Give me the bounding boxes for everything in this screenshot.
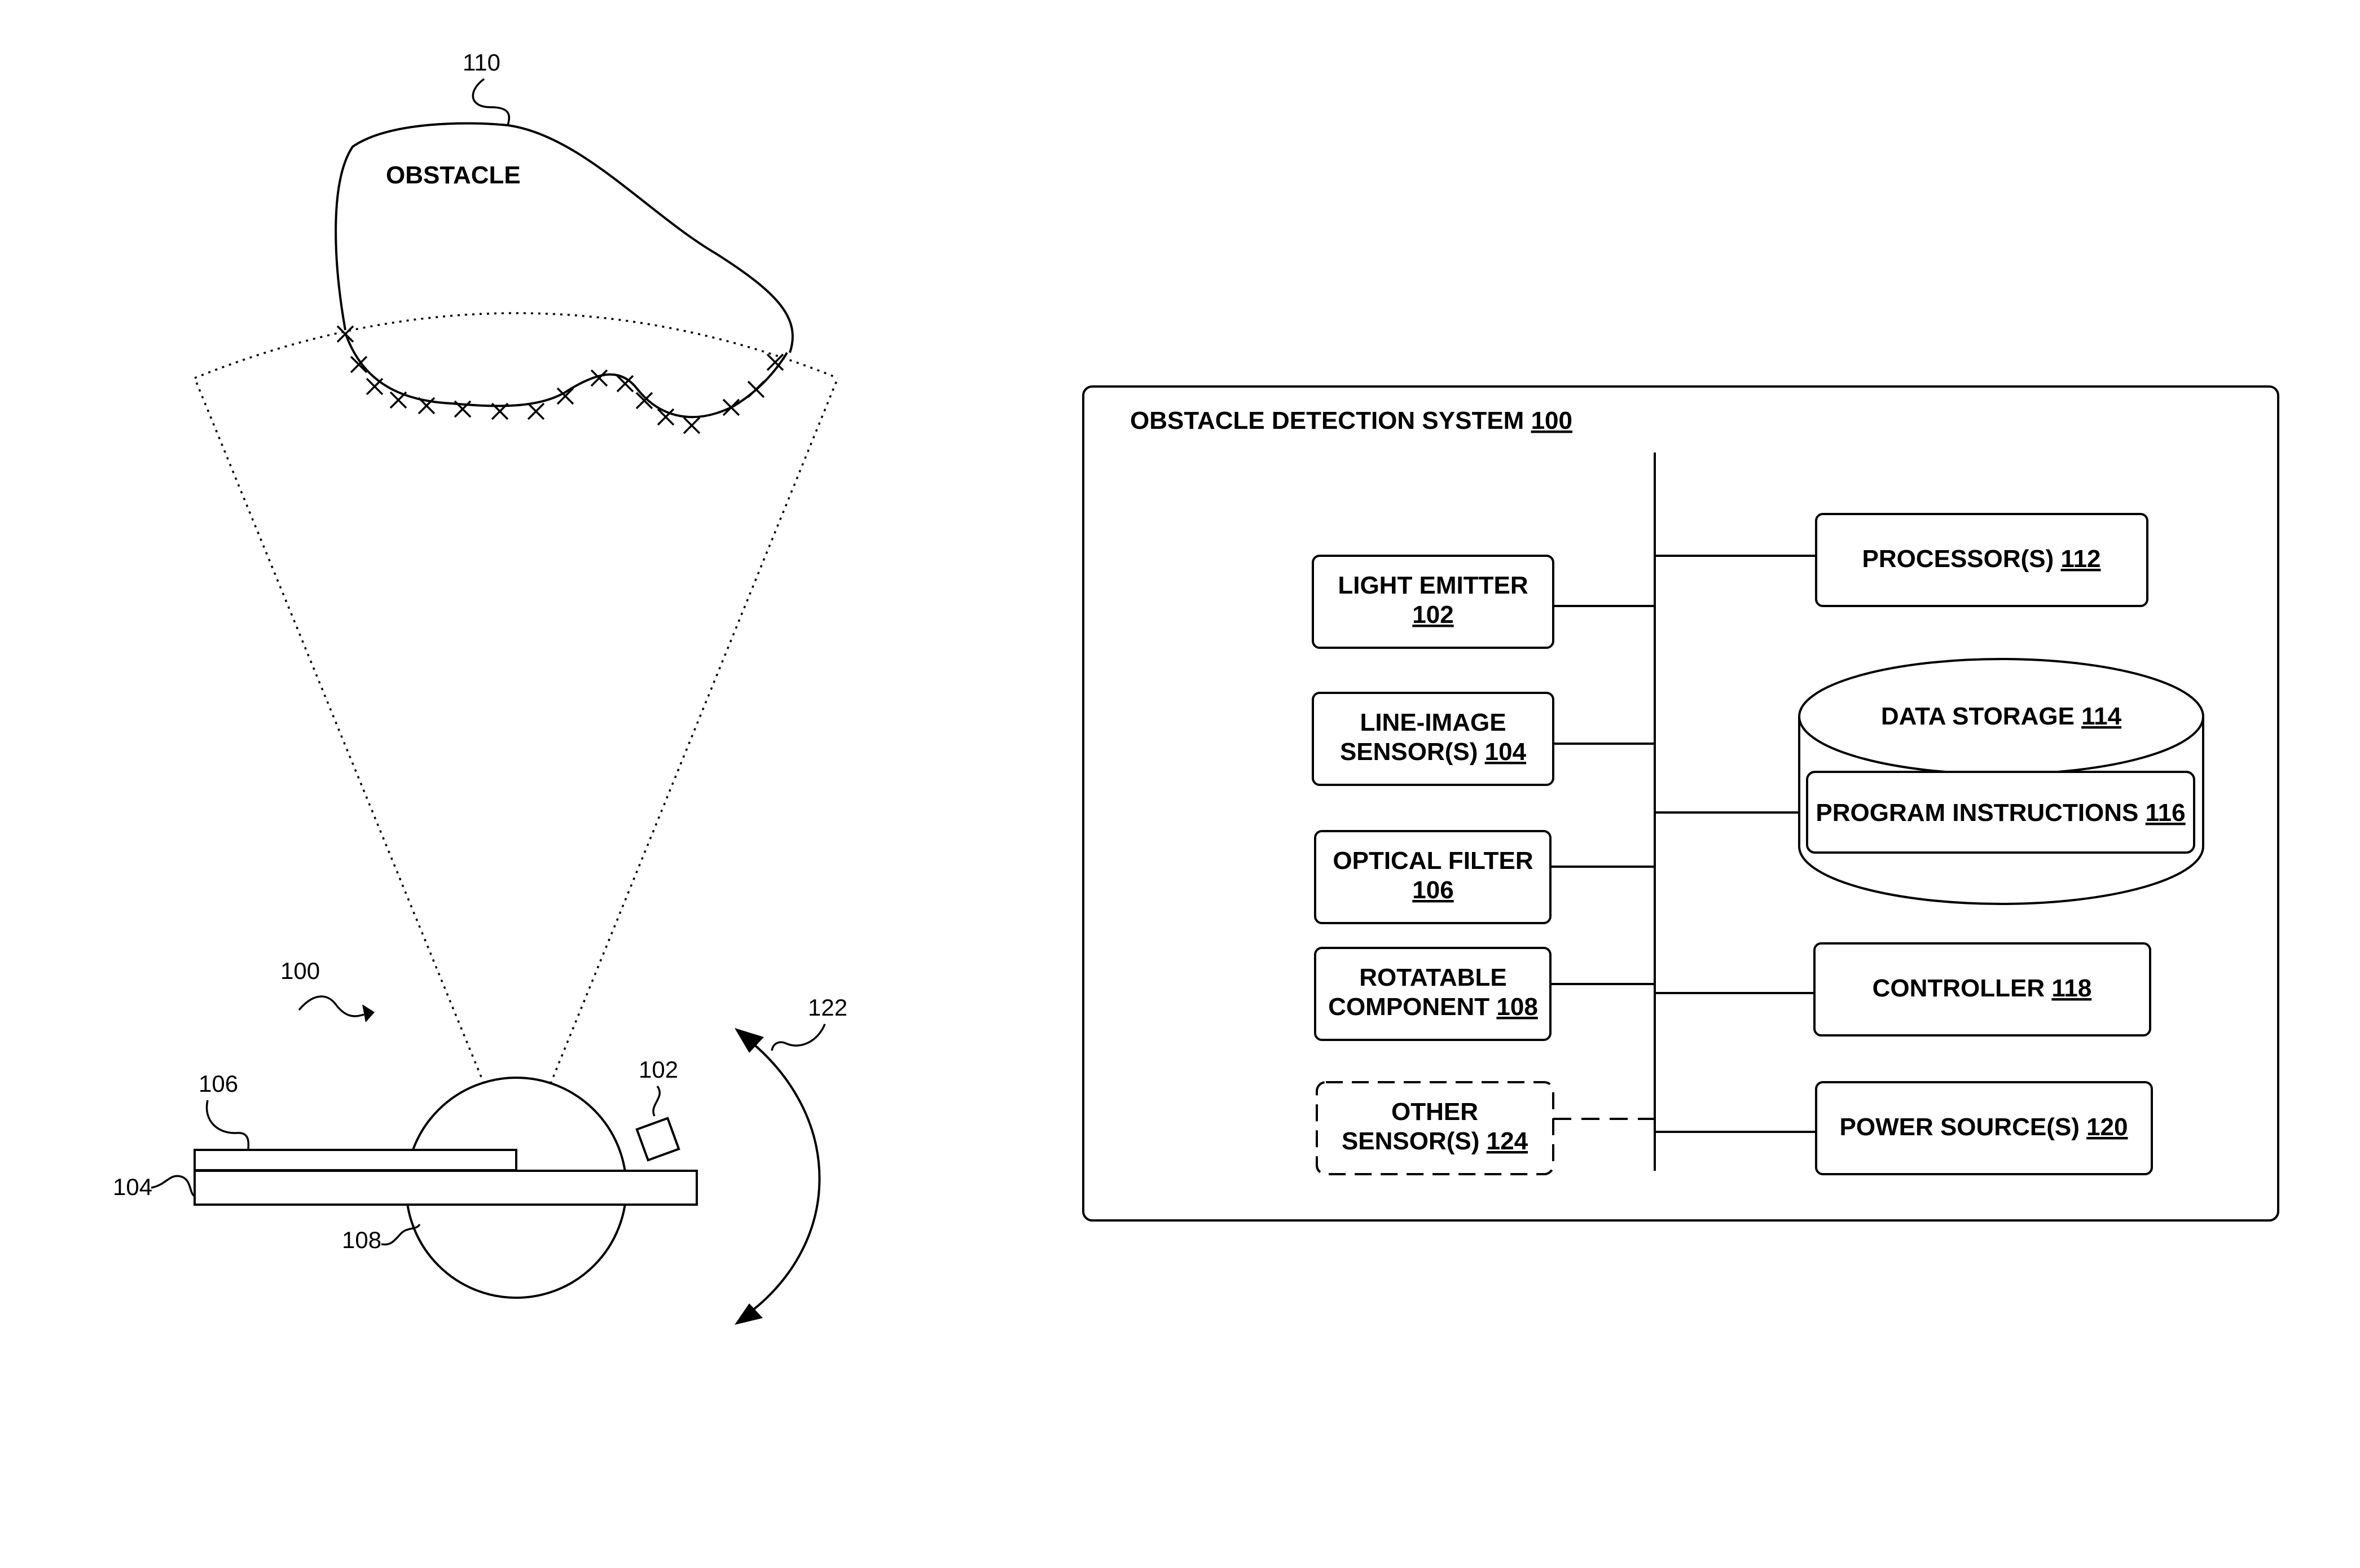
block-processor: PROCESSOR(S) 112 <box>1816 514 2147 606</box>
block-light-emitter: LIGHT EMITTER 102 <box>1313 556 1553 648</box>
svg-text:POWER SOURCE(S) 120: POWER SOURCE(S) 120 <box>1840 1113 2128 1141</box>
leader-110 <box>473 79 509 125</box>
block-rotatable-component: ROTATABLE COMPONENT 108 <box>1315 948 1550 1040</box>
ref-106: 106 <box>199 1070 238 1097</box>
detection-markers <box>337 326 783 433</box>
block-other-sensors: OTHER SENSOR(S) 124 <box>1317 1082 1553 1174</box>
left-figure: OBSTACLE 110 100 122 106 102 104 108 <box>113 49 847 1325</box>
ref-110: 110 <box>463 49 500 76</box>
obstacle-label: OBSTACLE <box>386 161 521 189</box>
block-optical-filter: OPTICAL FILTER 106 <box>1315 831 1550 923</box>
system-block-diagram: OBSTACLE DETECTION SYSTEM 100 LIGHT EMIT… <box>1083 386 2278 1220</box>
block-line-image-sensor: LINE-IMAGE SENSOR(S) 104 <box>1313 693 1553 785</box>
leader-100 <box>299 996 364 1016</box>
svg-text:OTHER: OTHER <box>1391 1098 1478 1126</box>
svg-text:CONTROLLER 118: CONTROLLER 118 <box>1873 974 2092 1002</box>
svg-text:PROCESSOR(S) 112: PROCESSOR(S) 112 <box>1862 545 2100 573</box>
light-emitter-box <box>637 1118 679 1160</box>
svg-text:ROTATABLE: ROTATABLE <box>1359 964 1507 991</box>
system-title: OBSTACLE DETECTION SYSTEM 100 <box>1130 407 1572 434</box>
svg-text:DATA STORAGE 114: DATA STORAGE 114 <box>1881 702 2122 730</box>
ref-100: 100 <box>280 958 320 984</box>
optical-filter-plate <box>195 1150 516 1170</box>
svg-text:PROGRAM INSTRUCTIONS 116: PROGRAM INSTRUCTIONS 116 <box>1816 799 2185 827</box>
leader-122 <box>772 1024 825 1051</box>
leader-108 <box>381 1224 420 1245</box>
ref-104: 104 <box>113 1174 152 1200</box>
obstacle-shape <box>336 124 793 353</box>
leader-106 <box>207 1100 249 1150</box>
ref-108: 108 <box>342 1227 381 1253</box>
line-image-sensor-plate <box>195 1171 697 1205</box>
svg-text:106: 106 <box>1412 876 1453 904</box>
detected-contour <box>345 333 787 417</box>
block-controller: CONTROLLER 118 <box>1814 943 2150 1035</box>
leader-102 <box>653 1086 660 1116</box>
svg-text:LINE-IMAGE: LINE-IMAGE <box>1360 709 1506 736</box>
svg-text:OPTICAL FILTER: OPTICAL FILTER <box>1333 847 1533 875</box>
svg-text:COMPONENT 108: COMPONENT 108 <box>1328 993 1538 1021</box>
leader-104 <box>151 1176 195 1196</box>
block-program-instructions: PROGRAM INSTRUCTIONS 116 <box>1807 772 2194 853</box>
block-power-source: POWER SOURCE(S) 120 <box>1816 1082 2152 1174</box>
svg-text:LIGHT EMITTER: LIGHT EMITTER <box>1338 572 1528 599</box>
svg-text:102: 102 <box>1412 601 1453 629</box>
ref-122: 122 <box>808 994 847 1021</box>
svg-text:SENSOR(S) 124: SENSOR(S) 124 <box>1342 1127 1528 1155</box>
svg-text:SENSOR(S) 104: SENSOR(S) 104 <box>1340 738 1527 766</box>
ref-102: 102 <box>639 1056 678 1083</box>
rotation-arrow <box>739 1033 820 1320</box>
leader-100-arrowhead <box>362 1004 375 1022</box>
